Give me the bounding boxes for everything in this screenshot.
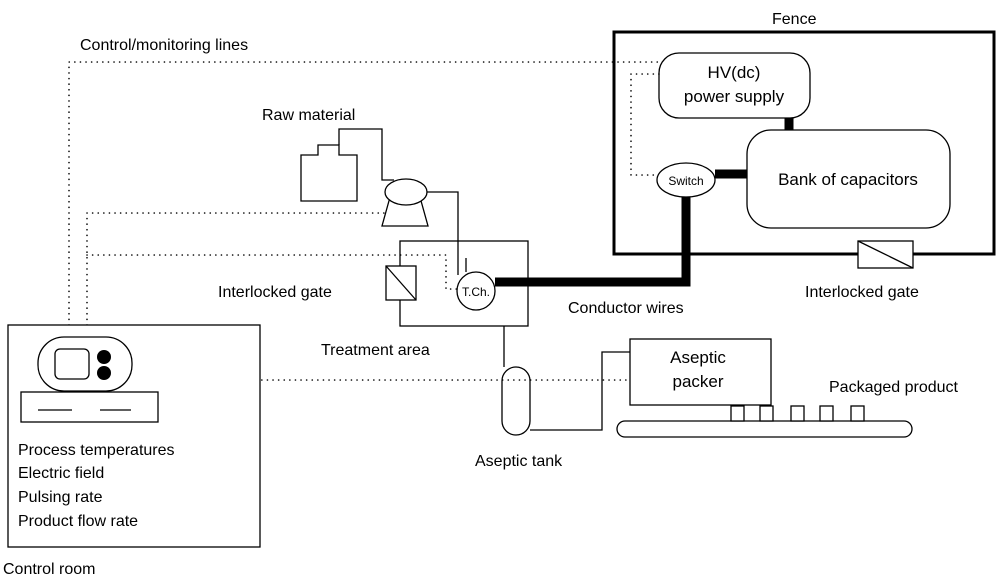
treatment-chamber-label: T.Ch. xyxy=(462,285,490,299)
package-5 xyxy=(850,405,865,422)
aseptic-tank-label: Aseptic tank xyxy=(475,453,563,470)
package-1 xyxy=(730,405,745,422)
conductor-wire xyxy=(495,197,691,287)
interlocked-gate-right-label: Interlocked gate xyxy=(805,284,919,301)
aseptic-packer-box xyxy=(629,338,772,406)
control-line-to-pump xyxy=(86,212,389,326)
control-panel-item: Product flow rate xyxy=(18,513,138,530)
control-line-to-treatment xyxy=(86,254,458,290)
control-panel-item: Pulsing rate xyxy=(18,489,103,506)
conductor-wires-label: Conductor wires xyxy=(568,300,684,317)
raw-material-tank xyxy=(300,144,358,202)
monitor-screen xyxy=(54,348,90,380)
packaged-product-label: Packaged product xyxy=(829,379,959,396)
hv-power-supply-box xyxy=(658,52,811,119)
control-panel-item: Process temperatures xyxy=(18,442,175,459)
raw-feed-pipe xyxy=(338,128,394,181)
console-base xyxy=(20,391,159,423)
aseptic-packer-label-1: Aseptic xyxy=(670,348,726,367)
fence-label: Fence xyxy=(772,11,817,28)
pump-to-chamber-pipe xyxy=(427,191,459,275)
treatment-area-label: Treatment area xyxy=(321,342,430,359)
aseptic-packer-label-2: packer xyxy=(672,372,723,391)
treatment-chamber xyxy=(456,271,496,311)
control-line-to-hv xyxy=(68,61,660,326)
conveyor-belt xyxy=(616,420,913,438)
package-4 xyxy=(819,405,834,422)
pump xyxy=(384,178,428,206)
fence-box xyxy=(612,30,996,256)
switch-label: Switch xyxy=(668,174,703,188)
hv-power-supply-label-1: HV(dc) xyxy=(708,63,761,82)
control-room-label: Control room xyxy=(3,561,95,578)
hv-power-supply-label-2: power supply xyxy=(684,87,785,106)
monitor-knob-top xyxy=(97,350,111,364)
bank-of-capacitors-box xyxy=(746,129,951,229)
package-3 xyxy=(790,405,805,422)
control-line-to-switch xyxy=(630,73,660,176)
raw-material-label: Raw material xyxy=(262,107,355,124)
interlocked-gate-left-label: Interlocked gate xyxy=(218,284,332,301)
tank-to-packer-pipe xyxy=(530,351,630,431)
interlocked-gate-left-diagonal xyxy=(385,265,417,301)
control-lines-label: Control/monitoring lines xyxy=(80,37,248,54)
package-2 xyxy=(759,405,774,422)
monitor-knob-bottom xyxy=(97,366,111,380)
interlocked-gate-right-diagonal xyxy=(857,240,914,269)
control-panel-item: Electric field xyxy=(18,465,104,482)
bank-of-capacitors-label: Bank of capacitors xyxy=(778,170,918,189)
aseptic-tank xyxy=(501,366,531,436)
